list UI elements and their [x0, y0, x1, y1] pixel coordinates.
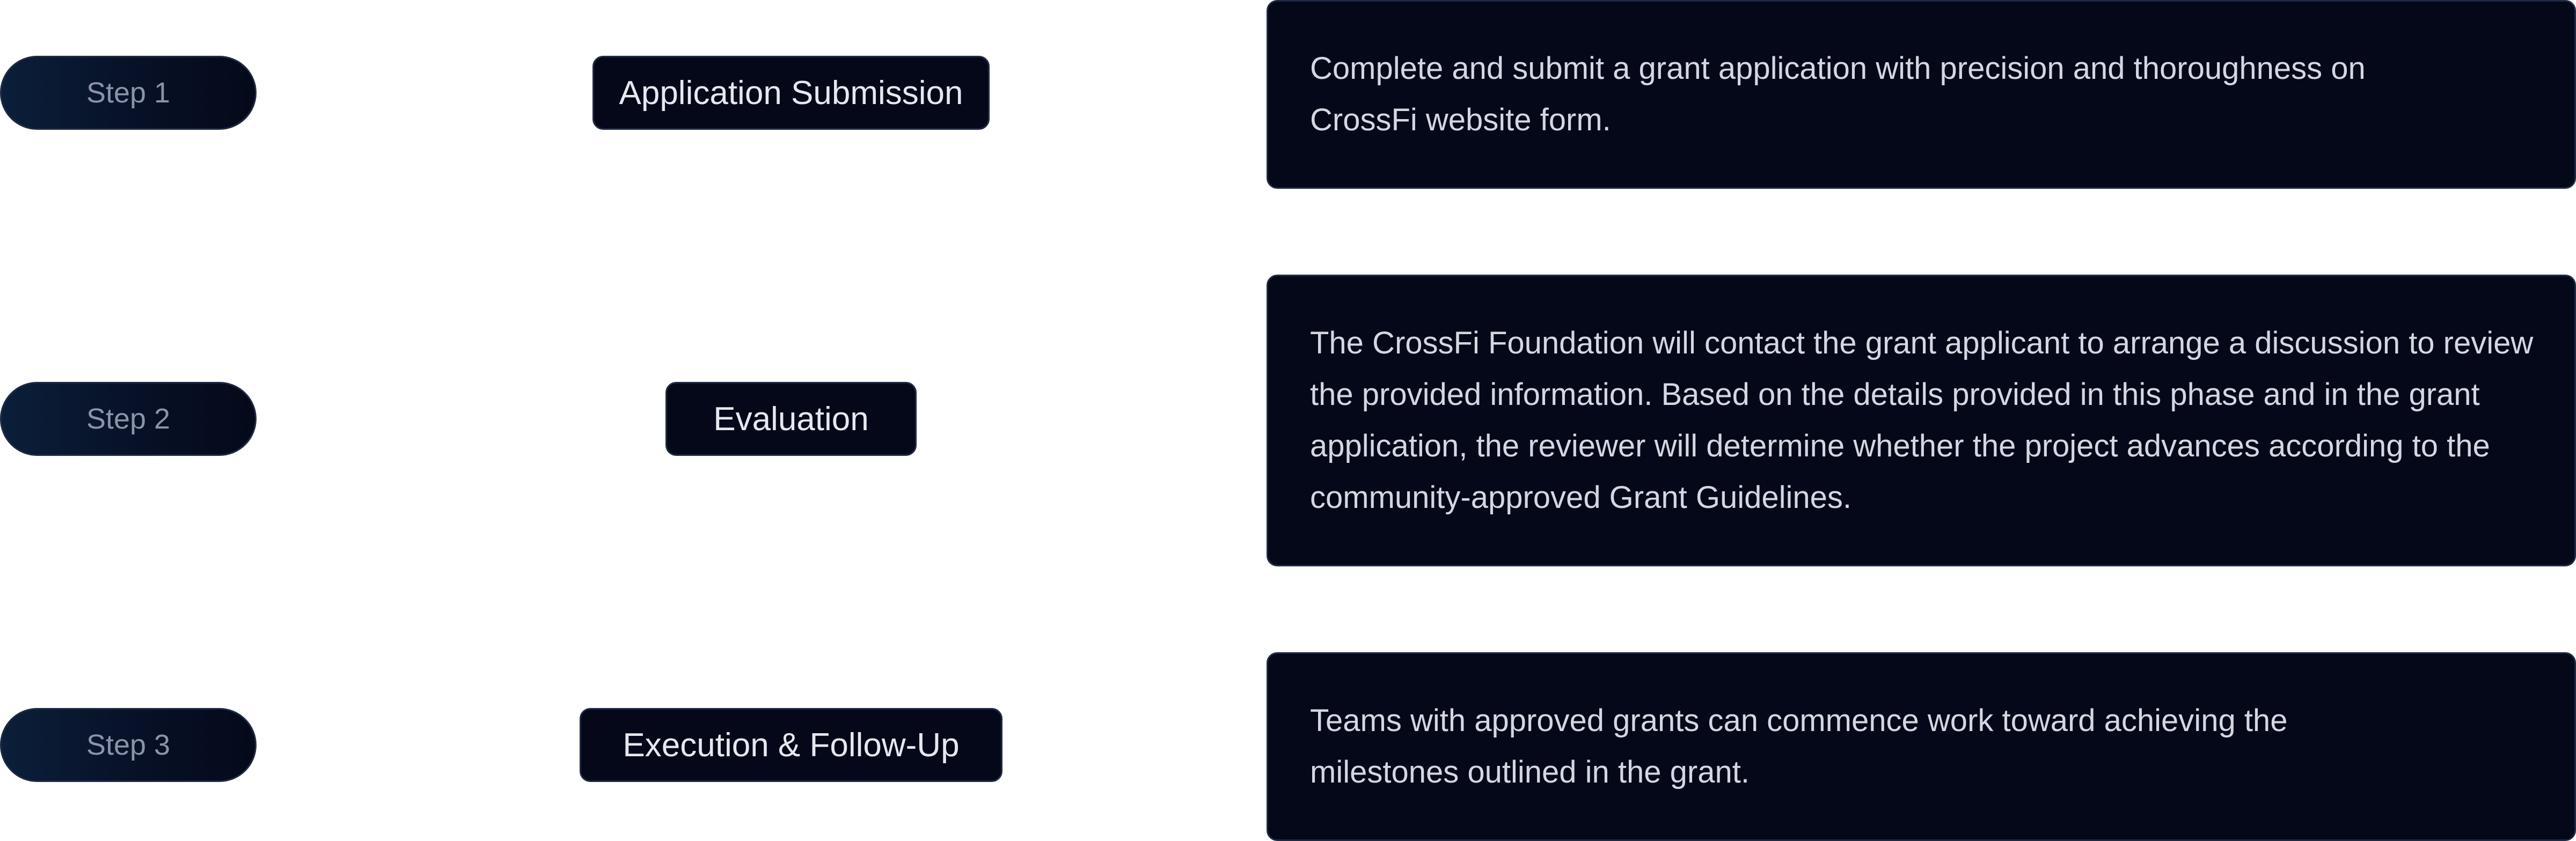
step-3-label: Step 3: [86, 729, 171, 761]
step-1-description-box: Complete and submit a grant application …: [1267, 0, 2576, 189]
step-3-title-box: Execution & Follow-Up: [580, 708, 1002, 782]
step-2-title-box: Evaluation: [665, 382, 917, 456]
step-3-description: Teams with approved grants can commence …: [1310, 703, 2288, 790]
step-1-title-box: Application Submission: [592, 56, 990, 130]
step-2-label: Step 2: [86, 403, 171, 435]
step-2-description: The CrossFi Foundation will contact the …: [1310, 326, 2534, 515]
step-1-title: Application Submission: [619, 74, 963, 112]
step-1-badge: Step 1: [0, 56, 257, 130]
step-1-description: Complete and submit a grant application …: [1310, 51, 2366, 137]
step-1-label: Step 1: [86, 77, 171, 109]
step-3-badge: Step 3: [0, 708, 257, 782]
step-2-title: Evaluation: [713, 400, 869, 438]
step-2-badge: Step 2: [0, 382, 257, 456]
step-2-description-box: The CrossFi Foundation will contact the …: [1267, 275, 2576, 566]
step-3-title: Execution & Follow-Up: [623, 726, 960, 764]
step-3-description-box: Teams with approved grants can commence …: [1267, 652, 2576, 841]
